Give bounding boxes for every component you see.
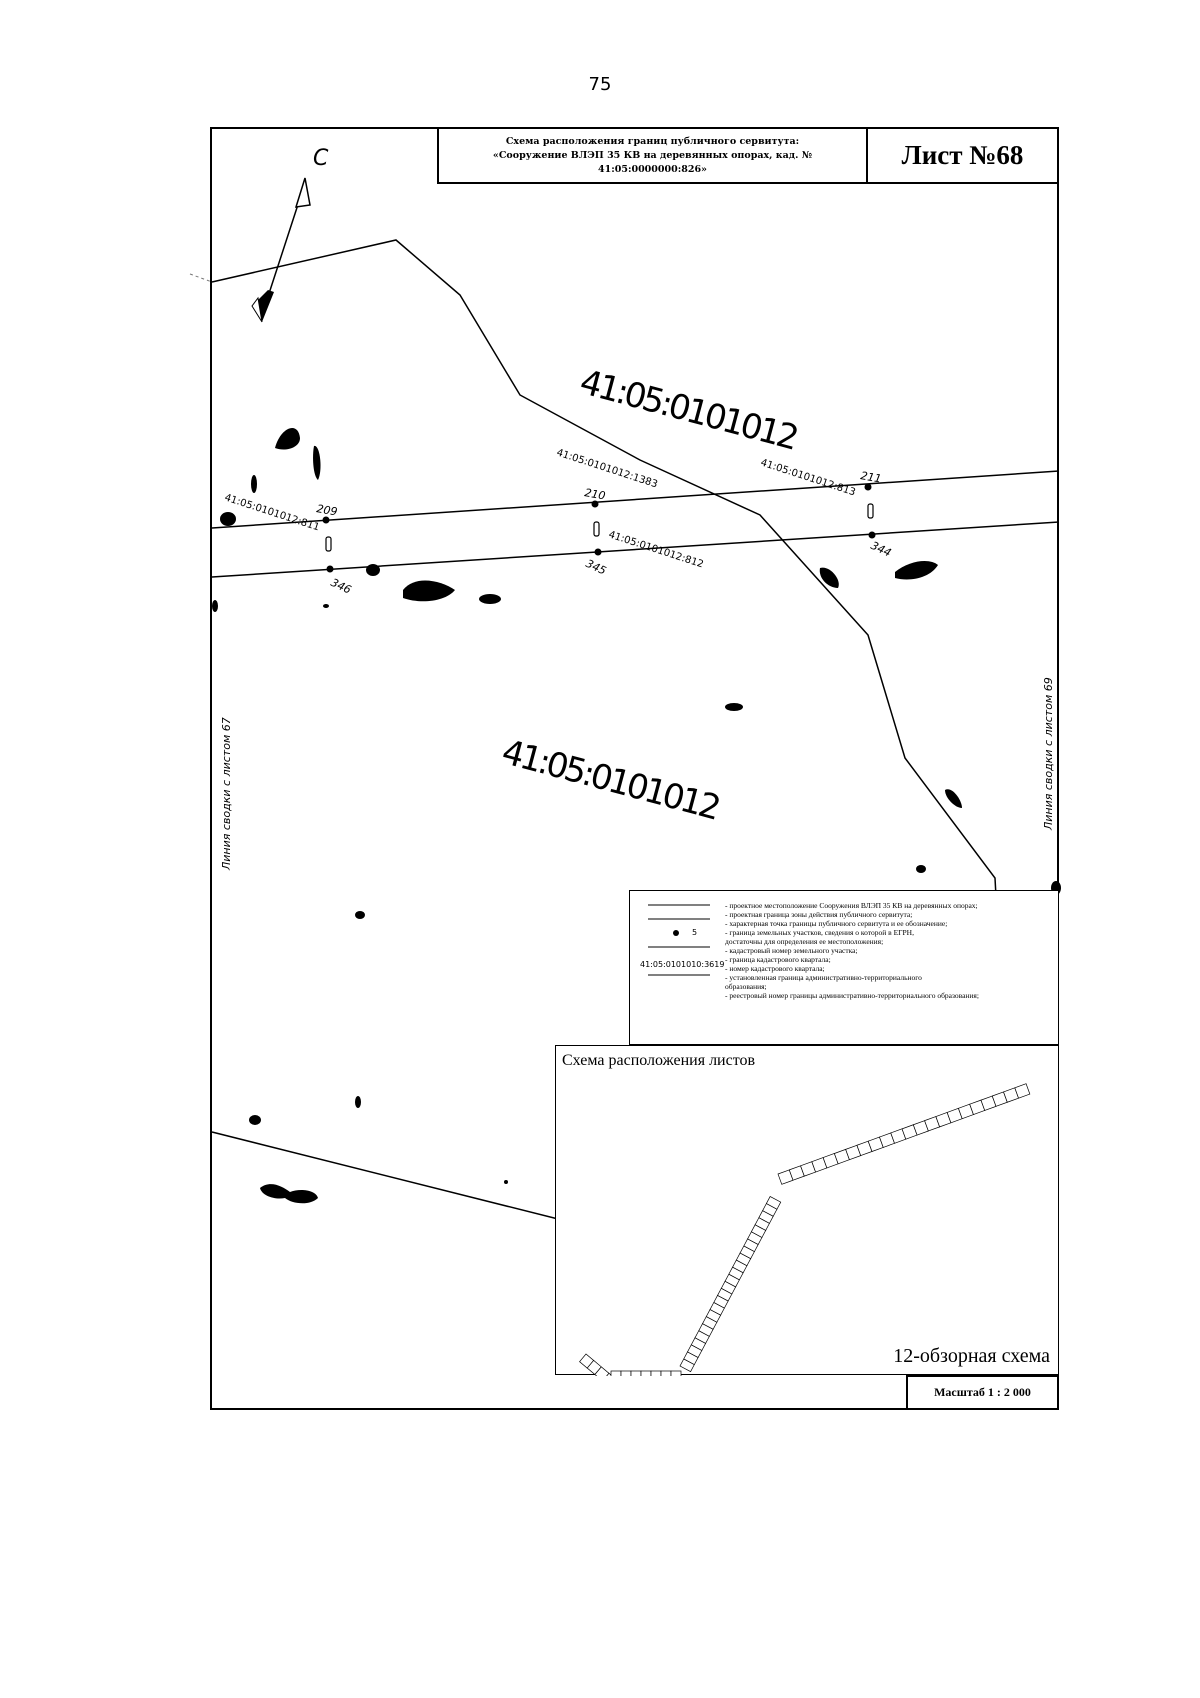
quarter-boundary — [211, 239, 998, 916]
north-label: С — [313, 146, 329, 171]
legend: 5 41:05:0101010:3619 - проектное местопо… — [629, 890, 1059, 1045]
page-number: 75 — [588, 74, 612, 95]
point-345 — [594, 548, 602, 556]
admin-boundary — [211, 1131, 571, 1223]
legend-point-label: 5 — [692, 928, 698, 937]
scale-label: Масштаб 1 : 2 000 — [906, 1375, 1059, 1410]
sheet-number: Лист №68 — [866, 127, 1059, 184]
legend-item: - граница земельных участков, сведения о… — [725, 928, 914, 937]
title-line-1: Схема расположения границ публичного сер… — [505, 135, 800, 147]
point-209 — [322, 516, 330, 524]
legend-item: - кадастровый номер земельного участка; — [725, 946, 858, 955]
parcel-label-811: 41:05:0101012:811 — [223, 492, 321, 533]
point-label-345: 345 — [584, 557, 609, 578]
servitude-line-upper — [211, 470, 1060, 529]
point-label-346: 346 — [329, 576, 354, 597]
faint-dash-line — [189, 273, 213, 283]
side-label-right: Линия сводки с листом 69 — [1042, 677, 1055, 831]
side-label-left: Линия сводки с листом 67 — [220, 717, 233, 871]
sheet-layout-strip — [579, 1083, 1031, 1376]
pole-symbol — [325, 536, 332, 552]
point-210 — [591, 500, 599, 508]
pole-symbol — [867, 503, 874, 519]
title-box: Схема расположения границ публичного сер… — [437, 127, 868, 184]
legend-item: - характерная точка границы публичного с… — [725, 919, 948, 928]
legend-item: - проектная граница зоны действия публич… — [725, 910, 913, 919]
title-line-2: «Сооружение ВЛЭП 35 КВ на деревянных опо… — [492, 149, 813, 175]
north-arrow-icon — [251, 177, 311, 323]
legend-cadastral-sample: 41:05:0101010:3619 — [640, 960, 725, 969]
point-211 — [864, 483, 872, 491]
legend-item: - установленная граница административно-… — [725, 973, 922, 982]
pole-symbol — [593, 521, 600, 537]
parcel-label-813: 41:05:0101012:813 — [759, 457, 857, 498]
point-label-211: 211 — [859, 469, 882, 485]
legend-item: достаточны для определения ее местополож… — [725, 937, 884, 946]
point-label-210: 210 — [583, 486, 606, 502]
point-346 — [326, 565, 334, 573]
parcel-label-1383: 41:05:0101012:1383 — [555, 447, 659, 490]
point-344 — [868, 531, 876, 539]
point-label-344: 344 — [869, 539, 894, 560]
legend-symbols — [648, 904, 710, 976]
legend-item: - реестровый номер границы административ… — [725, 991, 979, 1000]
legend-item: - граница кадастрового квартала; — [725, 955, 831, 964]
servitude-line-lower — [211, 521, 1060, 578]
sheet-layout-inset: Схема расположения листов 12-обзорная сх… — [555, 1045, 1059, 1376]
terrain-features — [212, 427, 1061, 1204]
legend-item: образования; — [725, 982, 767, 991]
legend-item: - проектное местоположение Сооружения ВЛ… — [725, 901, 978, 910]
point-label-209: 209 — [315, 502, 338, 518]
legend-item: - номер кадастрового квартала; — [725, 964, 825, 973]
inset-caption: 12-обзорная схема — [893, 1345, 1050, 1367]
quarter-label-main: 41:05:0101012 — [498, 732, 723, 828]
inset-title: Схема расположения листов — [562, 1052, 756, 1069]
